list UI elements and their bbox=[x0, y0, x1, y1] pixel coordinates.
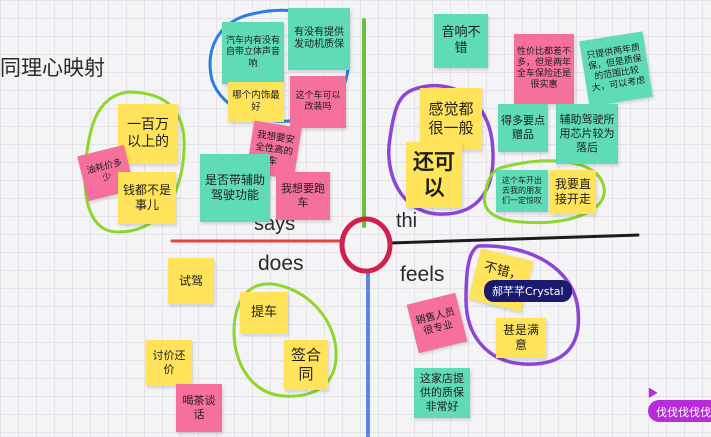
sticky-note[interactable]: 讨价还价 bbox=[146, 340, 192, 386]
axis-right bbox=[388, 233, 640, 245]
sticky-note[interactable]: 哪个内饰最好 bbox=[228, 82, 284, 122]
sticky-note[interactable]: 甚是满意 bbox=[496, 318, 546, 358]
sticky-note[interactable]: 汽车内有没有自带立体声音响 bbox=[222, 22, 284, 84]
quadrant-label-thinks: thi bbox=[396, 210, 418, 232]
collaborator-cursor-label: 郝芊芊Crystal bbox=[484, 280, 572, 302]
sticky-note[interactable]: 这家店提供的质保非常好 bbox=[414, 368, 470, 418]
collaborator-cursor-arrow-icon bbox=[644, 385, 658, 398]
sticky-note[interactable]: 一百万以上的 bbox=[118, 104, 178, 164]
board-title: 同理心映射 bbox=[0, 57, 105, 80]
sticky-note[interactable]: 喝茶谈话 bbox=[176, 384, 222, 432]
sticky-note[interactable]: 感觉都很一般 bbox=[420, 88, 482, 150]
quadrant-label-feels: feels bbox=[400, 263, 445, 286]
collaborator-corner-tag: 伐伐伐伐伐 bbox=[648, 400, 711, 422]
sticky-note[interactable]: 我想要跑车 bbox=[276, 172, 330, 220]
sticky-note[interactable]: 辅助驾驶所用芯片较为落后 bbox=[556, 104, 618, 164]
sticky-note[interactable]: 提车 bbox=[240, 292, 288, 334]
sticky-note[interactable]: 签合同 bbox=[284, 340, 328, 390]
sticky-note[interactable]: 还可以 bbox=[406, 142, 462, 208]
sticky-note[interactable]: 音响不错 bbox=[434, 14, 488, 68]
sticky-note[interactable]: 我要直接开走 bbox=[550, 170, 596, 214]
sticky-note[interactable]: 这个车开出去我的朋友们一定惊叹 bbox=[496, 170, 548, 212]
sticky-note[interactable]: 得多要点赠品 bbox=[498, 104, 548, 152]
sticky-note[interactable]: 钱都不是事儿 bbox=[118, 172, 176, 224]
sticky-note[interactable]: 这个车可以改装吗 bbox=[290, 76, 346, 128]
center-circle bbox=[339, 216, 393, 274]
sticky-note[interactable]: 只提供两年质保，但是质保的范围比较大，可以考虑 bbox=[579, 31, 653, 107]
sticky-note[interactable]: 是否带辅助驾驶功能 bbox=[200, 154, 270, 222]
quadrant-label-does: does bbox=[258, 252, 304, 275]
sticky-note[interactable]: 销售人员很专业 bbox=[406, 292, 468, 354]
sticky-note[interactable]: 性价比都差不多，但是两年全车保险还是很实惠 bbox=[514, 34, 574, 104]
sticky-note[interactable]: 试驾 bbox=[168, 258, 214, 304]
sticky-note[interactable]: 有没有提供发动机质保 bbox=[288, 8, 350, 70]
